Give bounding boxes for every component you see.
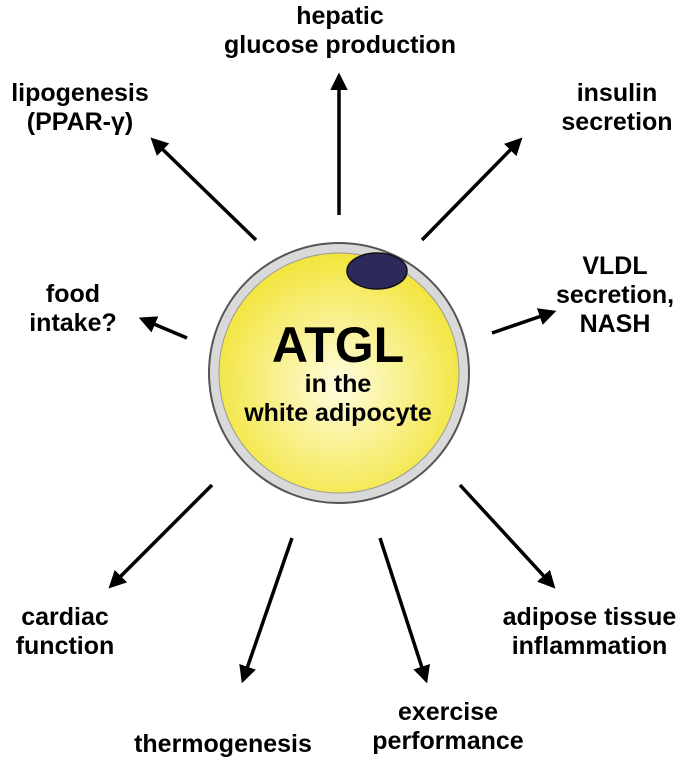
arrow-lipogenesis [150, 137, 258, 242]
label-hepatic: hepatic glucose production [224, 2, 456, 59]
arrow-exercise [378, 537, 431, 684]
arrow-cardiac [108, 483, 214, 589]
center-subtitle-line2: white adipocyte [244, 399, 432, 427]
nucleus [346, 252, 408, 290]
arrow-insulin [420, 137, 523, 242]
arrow-thermogenesis [239, 537, 294, 684]
arrow-inflammation [458, 483, 556, 589]
arrow-food [138, 316, 188, 340]
label-inflammation: adipose tissue inflammation [502, 603, 677, 660]
cell-cytoplasm [218, 252, 460, 494]
label-cardiac: cardiac function [15, 603, 115, 660]
label-insulin: insulin secretion [561, 79, 673, 136]
adipocyte-cell [208, 242, 470, 504]
arrows [108, 72, 557, 684]
label-exercise: exercise performance [372, 698, 524, 755]
center-subtitle: in the white adipocyte [218, 370, 458, 428]
label-food: food intake? [29, 280, 117, 337]
label-lipogenesis: lipogenesis (PPAR-γ) [11, 79, 149, 136]
label-vldl: VLDL secretion, NASH [555, 252, 675, 338]
center-title: ATGL [271, 317, 405, 373]
arrow-vldl [491, 308, 557, 335]
center-subtitle-line1: in the [304, 370, 372, 398]
label-thermogenesis: thermogenesis [134, 730, 312, 758]
